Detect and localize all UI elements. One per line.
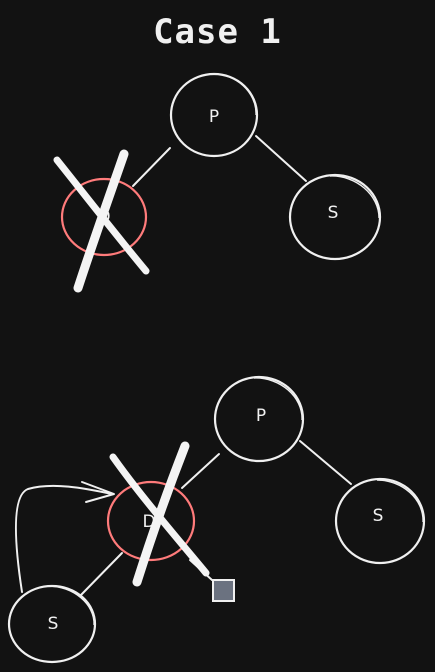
cross-out-mark	[109, 441, 210, 587]
diagram-2: P S D S	[7, 375, 426, 664]
edge-parent-deleted	[181, 453, 220, 489]
cross-out-mark	[53, 149, 150, 293]
edge-parent-sibling	[299, 440, 352, 485]
node-sibling-label: S	[328, 203, 339, 223]
node-parent-label: P	[256, 406, 266, 426]
edge-deleted-replacement	[79, 552, 123, 597]
node-parent: P	[169, 72, 259, 158]
node-sibling: S	[288, 173, 382, 261]
edge-parent-sibling	[255, 135, 307, 182]
diagram-1: P S D	[53, 72, 382, 293]
node-replacement: S	[7, 584, 97, 664]
edge-parent-deleted	[132, 147, 171, 187]
node-parent-label: P	[209, 107, 219, 127]
node-sibling-label: S	[373, 506, 384, 526]
node-sibling: S	[334, 477, 426, 565]
null-leaf-square	[212, 579, 235, 602]
node-parent: P	[213, 375, 305, 463]
node-replacement-label: S	[48, 614, 59, 634]
page-title: Case 1	[153, 12, 282, 52]
replace-arrow	[14, 481, 115, 593]
